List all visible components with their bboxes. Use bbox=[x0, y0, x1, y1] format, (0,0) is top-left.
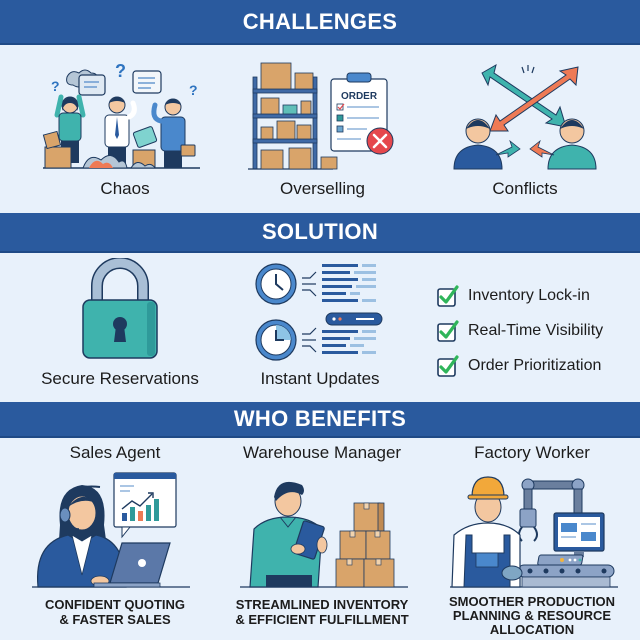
svg-text:?: ? bbox=[51, 78, 60, 94]
role-caption-factory-worker: SMOOTHER PRODUCTION PLANNING & RESOURCE … bbox=[448, 594, 616, 637]
role-caption-sales-agent: CONFIDENT QUOTING & FASTER SALES bbox=[44, 597, 186, 627]
benefits-header: WHO BENEFITS bbox=[0, 402, 640, 438]
challenge-label-conflicts: Conflicts bbox=[492, 179, 558, 198]
challenge-label-chaos: Chaos bbox=[100, 179, 150, 198]
role-title-sales-agent: Sales Agent bbox=[69, 443, 161, 462]
factory-worker-icon bbox=[450, 476, 618, 588]
clock-updates-icon bbox=[255, 263, 383, 361]
challenges-title: CHALLENGES bbox=[242, 8, 398, 34]
checklist-label: Order Prioritization bbox=[468, 356, 602, 374]
solution-label-instant-updates: Instant Updates bbox=[260, 369, 380, 388]
checklist-item-order-prioritization: Order Prioritization bbox=[436, 348, 603, 383]
role-warehouse-manager: Warehouse Manager STREAMLINED INVENTORY … bbox=[222, 443, 422, 627]
checkbox-checked-icon bbox=[437, 319, 459, 342]
checkbox-checked-icon bbox=[437, 284, 459, 307]
role-sales-agent: Sales Agent CONFIDENT QUOTI bbox=[15, 443, 215, 627]
crossed-arrows-people-icon bbox=[453, 63, 597, 170]
svg-text:?: ? bbox=[189, 82, 198, 98]
solution-secure-reservations: Secure Reservations bbox=[20, 258, 220, 389]
challenge-overselling: ORDER Overselling bbox=[240, 55, 405, 199]
warehouse-manager-icon bbox=[240, 481, 408, 588]
checkbox-checked-icon bbox=[437, 354, 459, 377]
chaos-people-icon: ? ? ? bbox=[42, 61, 200, 169]
role-title-warehouse-manager: Warehouse Manager bbox=[242, 443, 402, 462]
solution-instant-updates: Instant Updates bbox=[245, 258, 395, 389]
solution-header: SOLUTION bbox=[0, 213, 640, 253]
role-caption-warehouse-manager: STREAMLINED INVENTORY & EFFICIENT FULFIL… bbox=[235, 597, 409, 627]
padlock-icon bbox=[82, 258, 158, 359]
solution-title: SOLUTION bbox=[261, 219, 379, 244]
checklist-label: Inventory Lock-in bbox=[468, 286, 590, 304]
sales-agent-icon bbox=[32, 472, 190, 588]
solution-label-secure-reservations: Secure Reservations bbox=[41, 369, 199, 388]
checklist-item-real-time-visibility: Real-Time Visibility bbox=[436, 313, 603, 348]
solution-checklist: Inventory Lock-in Real-Time Visibility O… bbox=[436, 278, 603, 383]
role-factory-worker: Factory Worker SM bbox=[432, 443, 632, 637]
role-title-factory-worker: Factory Worker bbox=[474, 443, 590, 462]
checklist-label: Real-Time Visibility bbox=[468, 321, 604, 339]
challenge-chaos: ? ? ? bbox=[30, 55, 220, 199]
svg-text:?: ? bbox=[115, 61, 126, 81]
shelves-order-rejected-icon: ORDER bbox=[247, 62, 393, 170]
benefits-title: WHO BENEFITS bbox=[233, 406, 407, 431]
challenges-header: CHALLENGES bbox=[0, 0, 640, 45]
challenge-conflicts: Conflicts bbox=[440, 55, 610, 199]
challenge-label-overselling: Overselling bbox=[279, 179, 366, 198]
order-clipboard-text: ORDER bbox=[340, 91, 377, 102]
checklist-item-inventory-lock-in: Inventory Lock-in bbox=[436, 278, 603, 313]
